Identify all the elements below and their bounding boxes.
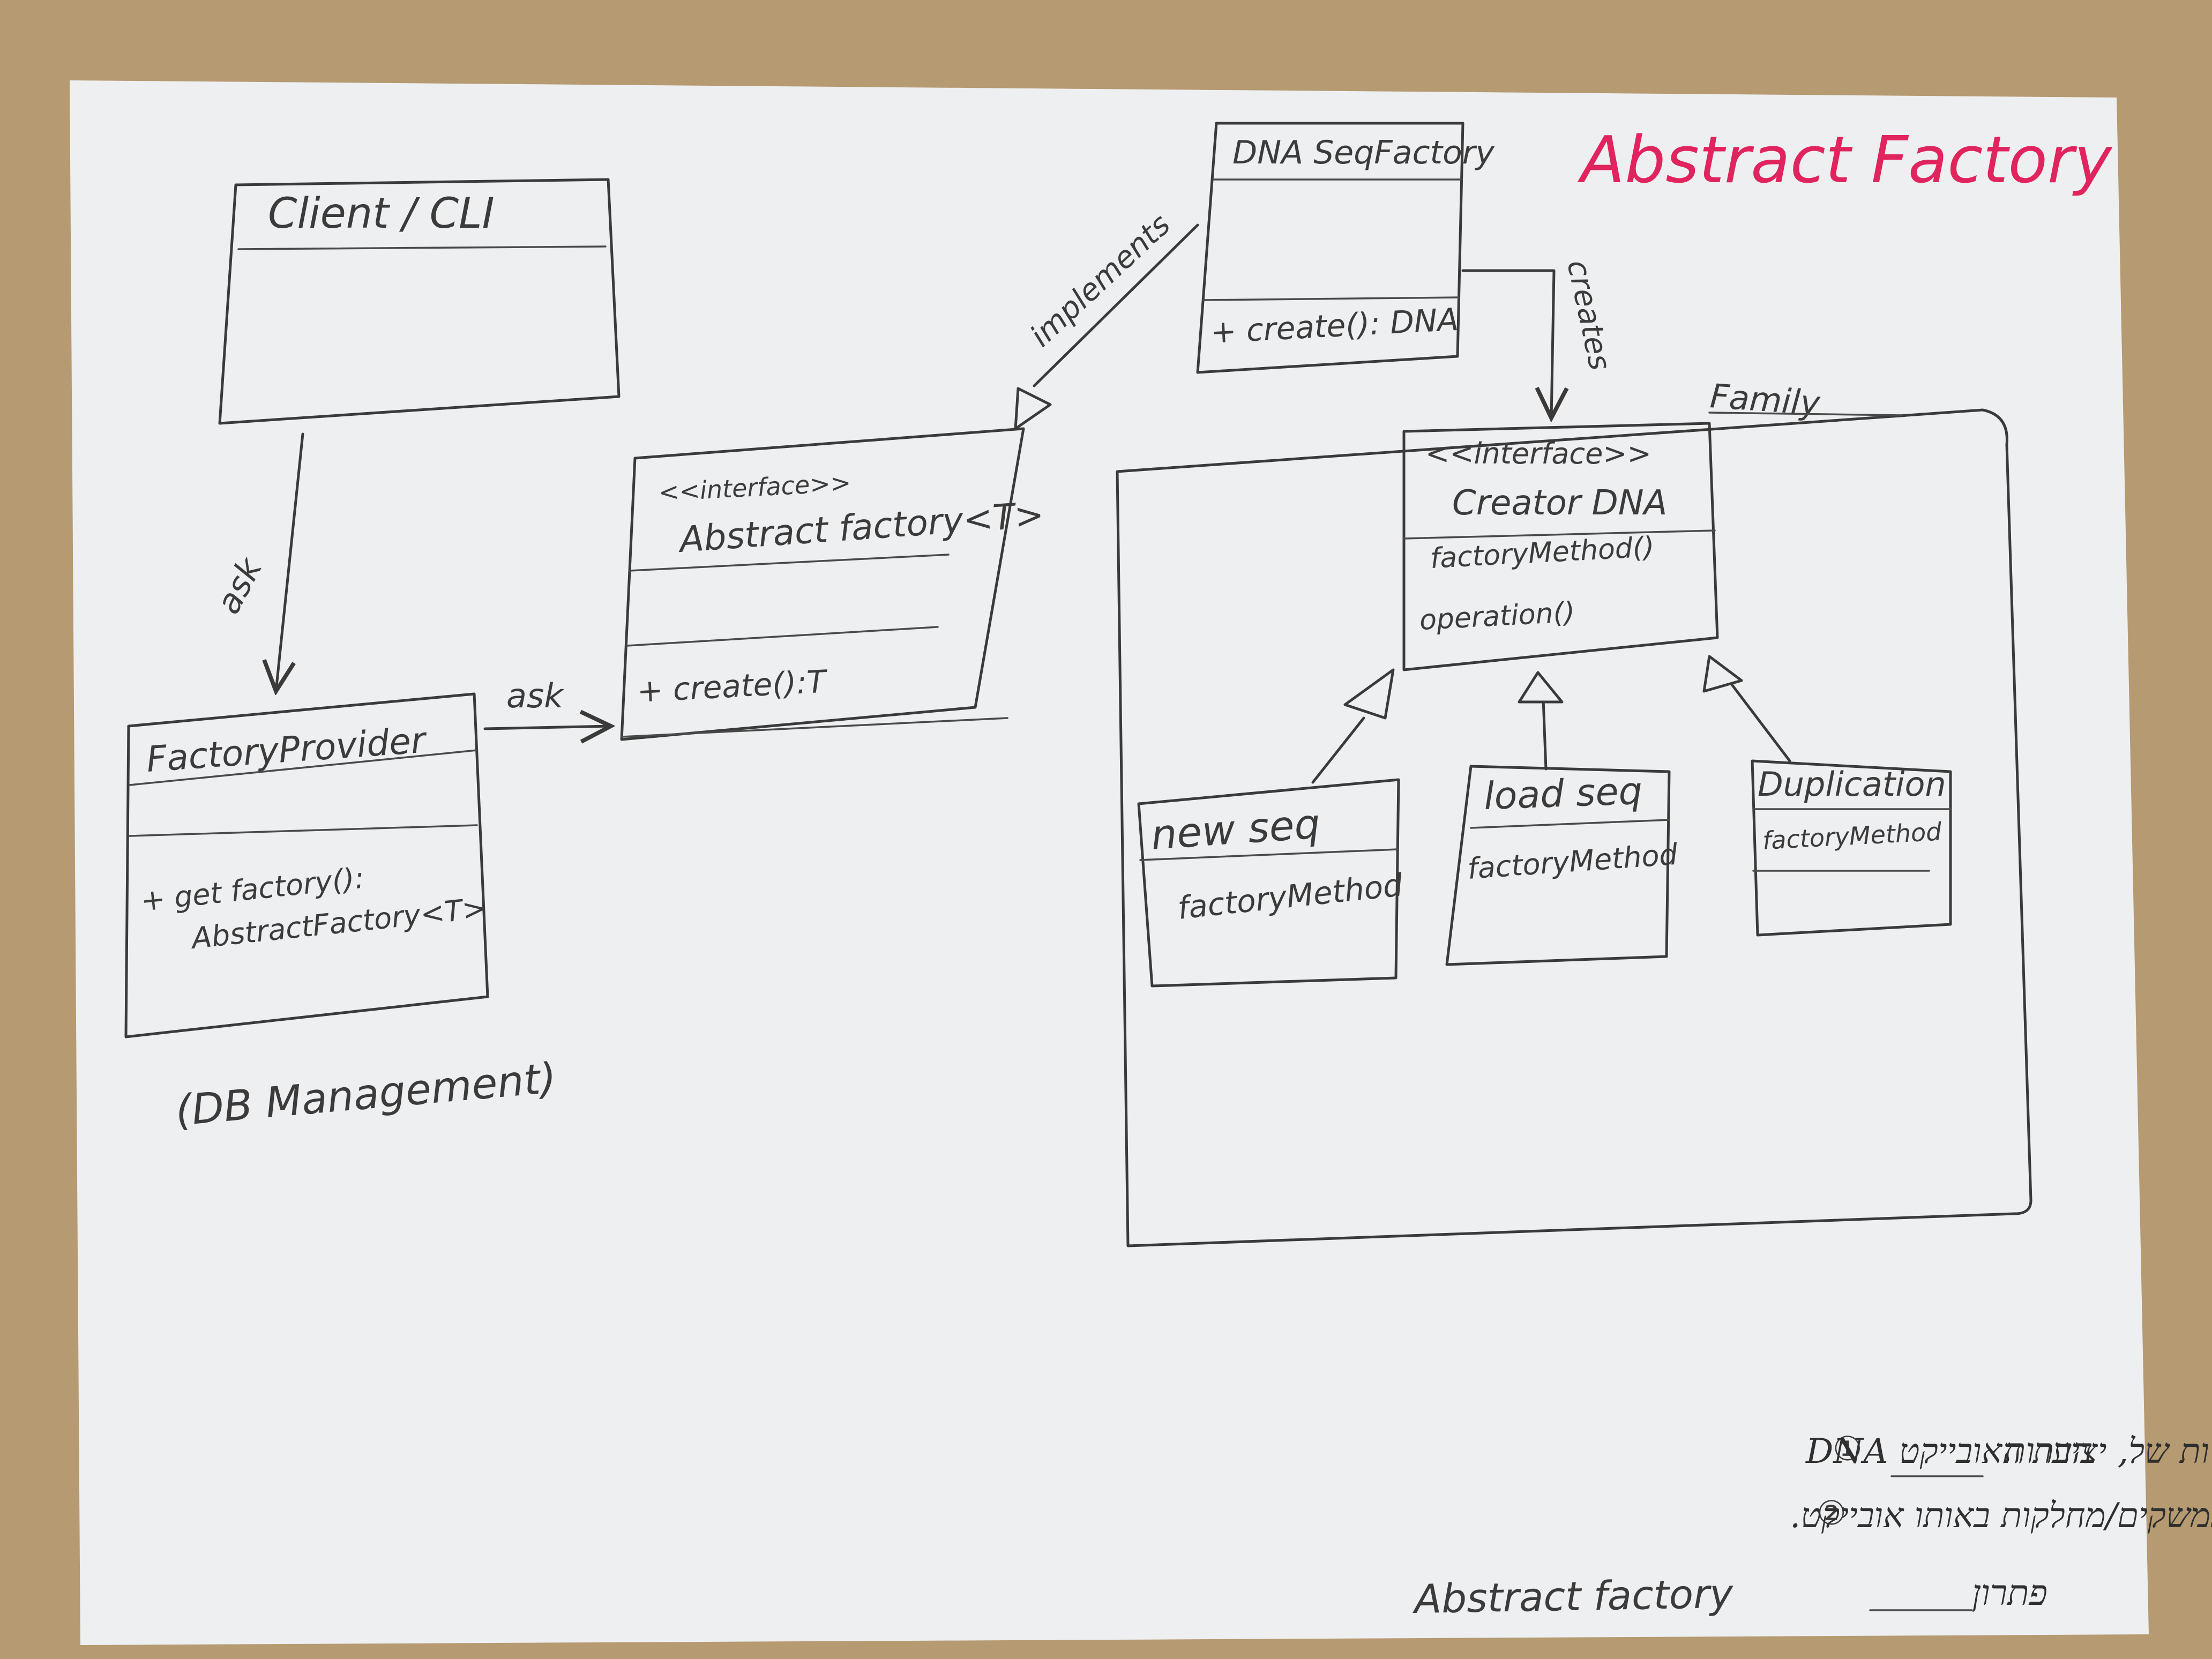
inheritance-load-seq	[1518, 671, 1564, 771]
class-creator-dna: <<interface>> Creator DNA factoryMethod(…	[1402, 422, 1719, 671]
family-label: Family	[1709, 376, 1822, 423]
solution-label: פתרון	[1972, 1572, 2047, 1613]
arrow-provider-to-abstract-factory: ask	[483, 676, 611, 729]
notes-section: הערות ① אין מלקה חוזה על מנוע מדרישות של…	[1412, 1429, 2212, 1623]
diagram-title: Abstract Factory	[1577, 123, 2113, 198]
creator-dna-stereotype: <<interface>>	[1425, 437, 1651, 470]
duplication-name: Duplication	[1758, 765, 1946, 804]
family-group: Family	[1116, 376, 2032, 1247]
class-duplication: Duplication factoryMethod	[1751, 759, 1952, 937]
load-seq-name: load seq	[1483, 769, 1643, 818]
new-seq-name: new seq	[1149, 799, 1321, 859]
creator-dna-name: Creator DNA	[1452, 483, 1667, 523]
inheritance-new-seq	[1311, 668, 1395, 784]
note-line-2: איך ליצור "משפחה" שונה של ממשקים/מחלקות …	[1790, 1496, 2212, 1536]
solution-text: Abstract factory	[1412, 1571, 1734, 1623]
note-number-2: ②	[1817, 1493, 1847, 1533]
paper-sheet	[70, 80, 2149, 1645]
client-name: Client / CLI	[268, 190, 495, 238]
note-number-1: ①	[1833, 1429, 1863, 1468]
note-line-1: אין מלקה חוזה על מנוע מדרישות של, יצירת …	[1805, 1432, 2212, 1471]
dna-seq-factory-name: DNA SeqFactory	[1232, 134, 1495, 171]
inheritance-duplication	[1702, 655, 1791, 763]
notes-heading: הערות	[2003, 1430, 2093, 1471]
ask-label-right: ask	[506, 676, 564, 715]
class-client: Client / CLI	[218, 178, 621, 425]
